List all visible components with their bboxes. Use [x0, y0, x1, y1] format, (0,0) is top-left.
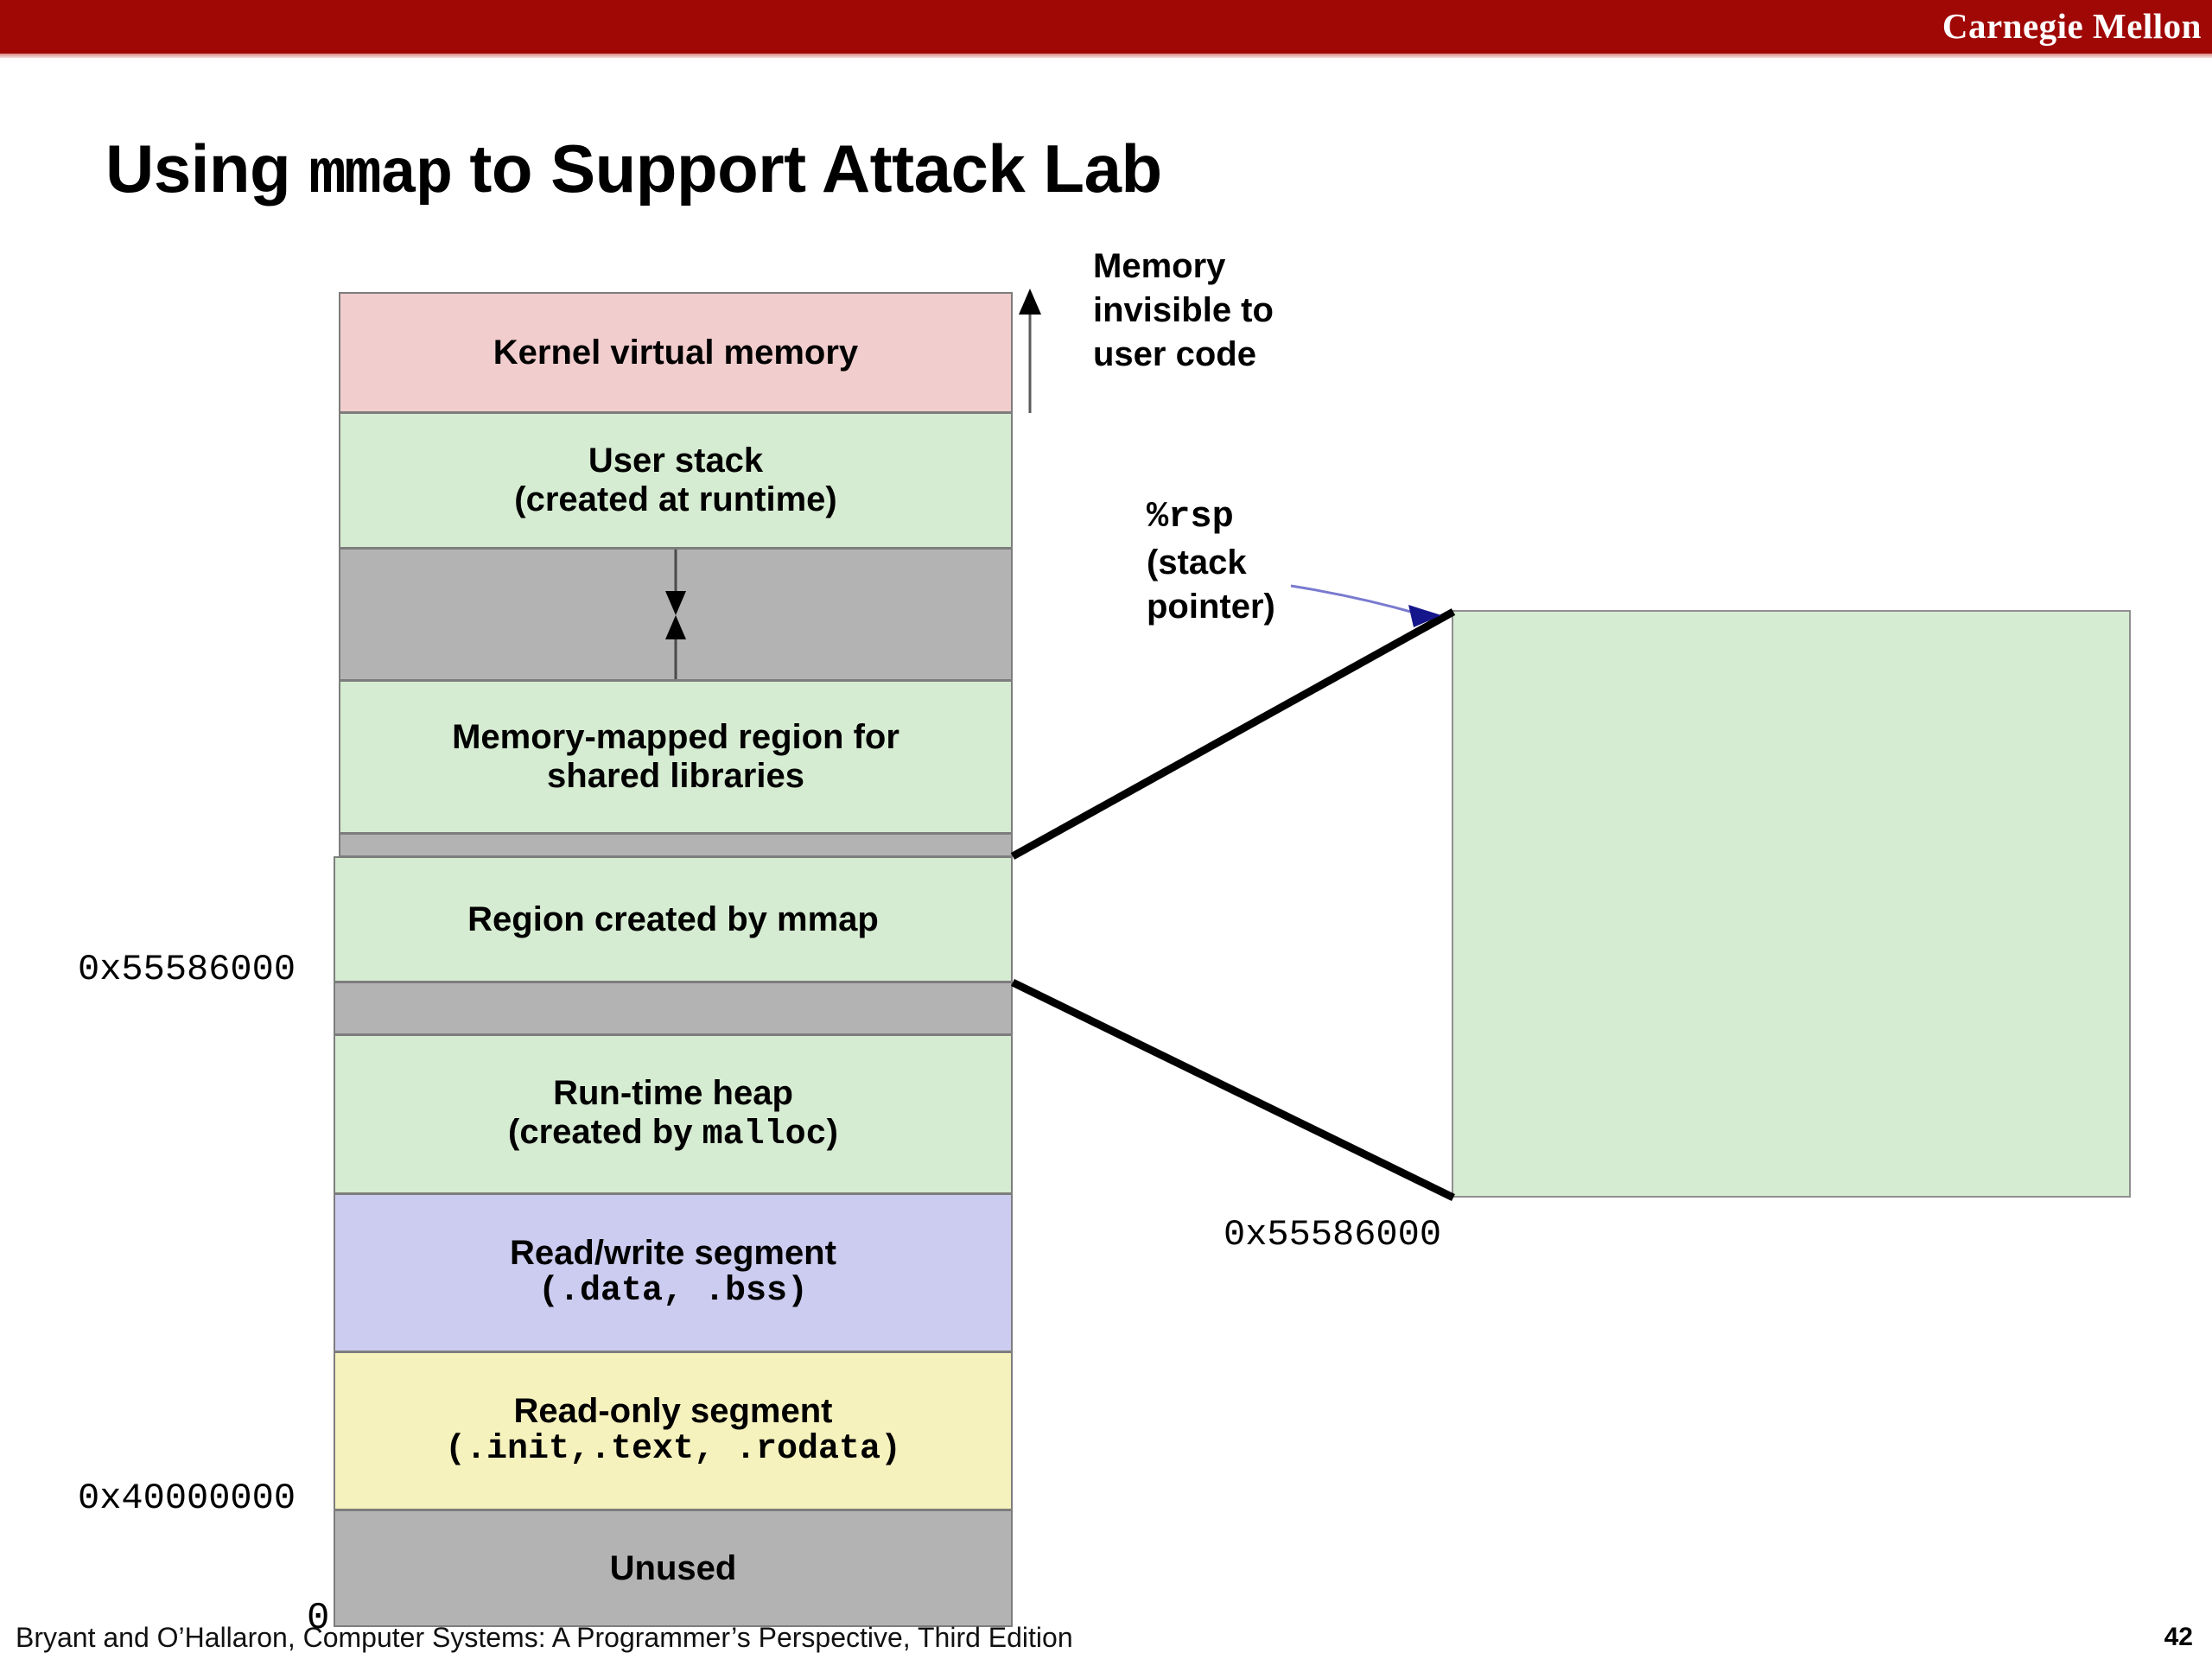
page-title: Using mmap to Support Attack Lab	[105, 130, 1162, 211]
footer-attribution: Bryant and O’Hallaron, Computer Systems:…	[16, 1622, 1073, 1653]
memblock-sublabel-sections: (.data, .bss)	[537, 1272, 809, 1311]
carnegie-mellon-logo: Carnegie Mellon	[1942, 6, 2202, 46]
invisible-memory-line2: invisible to	[1093, 291, 1274, 330]
memblock-sublabel: (created by malloc)	[508, 1113, 838, 1155]
annotation-invisible-memory: Memory invisible to user code	[1093, 245, 1274, 378]
memblock-sublabel: (created at runtime)	[514, 480, 837, 518]
memblock-label: Unused	[609, 1548, 737, 1587]
memblock-gap-above-mmap	[339, 833, 1013, 857]
memblock-label: Run-time heap	[553, 1073, 793, 1112]
title-suffix: to Support Attack Lab	[451, 130, 1162, 207]
rsp-line2: (stack	[1147, 543, 1247, 582]
callout-line-bottom	[1011, 978, 1455, 1202]
annotation-rsp: %rsp (stack pointer)	[1147, 494, 1275, 629]
title-mmap-keyword: mmap	[308, 140, 453, 211]
memblock-mmap-region: Region created by mmap	[334, 856, 1013, 982]
memblock-sublabel: shared libraries	[547, 757, 804, 795]
address-label-55586000: 0x55586000	[78, 949, 296, 990]
rsp-pointer-arrow	[1290, 584, 1441, 627]
memblock-sublabel-sections: (.init,.text, .rodata)	[444, 1430, 902, 1469]
memblock-label: Read-only segment	[513, 1392, 833, 1431]
top-banner	[0, 0, 2212, 54]
memblock-label: Region created by mmap	[467, 899, 879, 938]
callout-zoom-box	[1452, 610, 2131, 1198]
memblock-kernel-virtual-memory: Kernel virtual memory	[339, 292, 1013, 413]
page-number: 42	[2164, 1623, 2193, 1651]
banner-underline	[0, 54, 2212, 58]
heap-close-paren: )	[826, 1112, 838, 1151]
malloc-keyword: malloc	[702, 1115, 827, 1154]
rsp-register-name: %rsp	[1147, 496, 1234, 537]
address-label-zero: 0	[307, 1597, 330, 1640]
memblock-user-stack: User stack (created at runtime)	[339, 412, 1013, 549]
callout-address-label: 0x55586000	[1224, 1214, 1442, 1255]
rsp-line3: pointer)	[1147, 587, 1275, 626]
memblock-label: Read/write segment	[510, 1234, 836, 1273]
callout-line-top	[1010, 608, 1456, 860]
memblock-label: User stack	[588, 442, 764, 480]
title-prefix: Using	[105, 130, 309, 207]
memblock-runtime-heap: Run-time heap (created by malloc)	[334, 1034, 1013, 1194]
kernel-memory-arrow	[1019, 289, 1041, 413]
memblock-label: Kernel virtual memory	[493, 333, 859, 372]
memblock-label: Memory-mapped region for	[452, 718, 899, 757]
memblock-unused: Unused	[334, 1510, 1013, 1627]
memblock-gap-below-mmap	[334, 982, 1013, 1035]
memblock-stack-heap-gap	[339, 548, 1013, 681]
memblock-shared-libraries: Memory-mapped region for shared librarie…	[339, 680, 1013, 834]
invisible-memory-line1: Memory	[1093, 247, 1226, 285]
invisible-memory-line3: user code	[1093, 335, 1256, 374]
address-label-40000000: 0x40000000	[78, 1478, 296, 1519]
memblock-read-write-segment: Read/write segment (.data, .bss)	[334, 1193, 1013, 1352]
memblock-read-only-segment: Read-only segment (.init,.text, .rodata)	[334, 1351, 1013, 1510]
heap-created-by-text: (created by	[508, 1112, 702, 1151]
